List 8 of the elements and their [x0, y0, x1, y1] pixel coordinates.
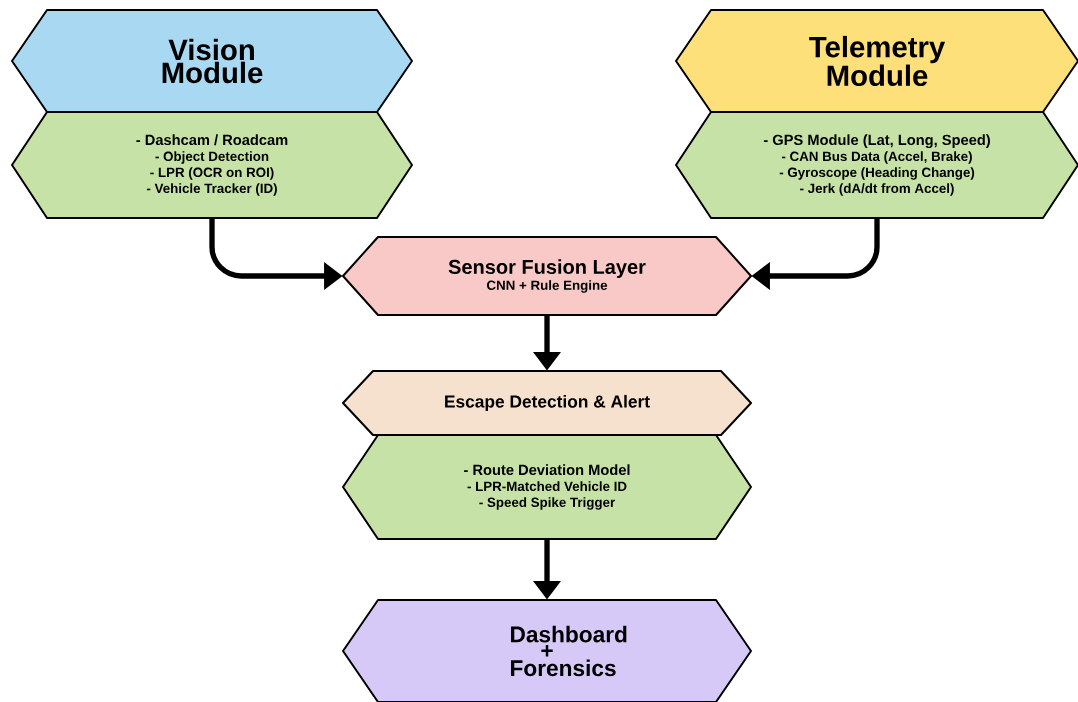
module-hexagon: Telemetry Module [675, 9, 1078, 113]
output-hexagon: Dashboard + Forensics [342, 599, 752, 702]
module-hexagon: Vision Module [11, 9, 413, 113]
stage-hexagon: Escape Detection & Alert [342, 370, 752, 436]
feature-hexagon: - Dashcam / Roadcam - Object Detection - LPR (OCR on ROI) - Vehicle Tracker (ID) [11, 111, 413, 219]
fusion-hexagon: Sensor Fusion Layer CNN + Rule Engine [342, 236, 752, 316]
feature-hexagon: - GPS Module (Lat, Long, Speed) - CAN Bus Data (Accel, Brake) - Gyroscope (Heading Change) - Jerk (dA/dt from Accel) [675, 111, 1078, 219]
feature-hexagon: - Route Deviation Model - LPR-Matched Vehicle ID - Speed Spike Trigger [342, 434, 752, 540]
